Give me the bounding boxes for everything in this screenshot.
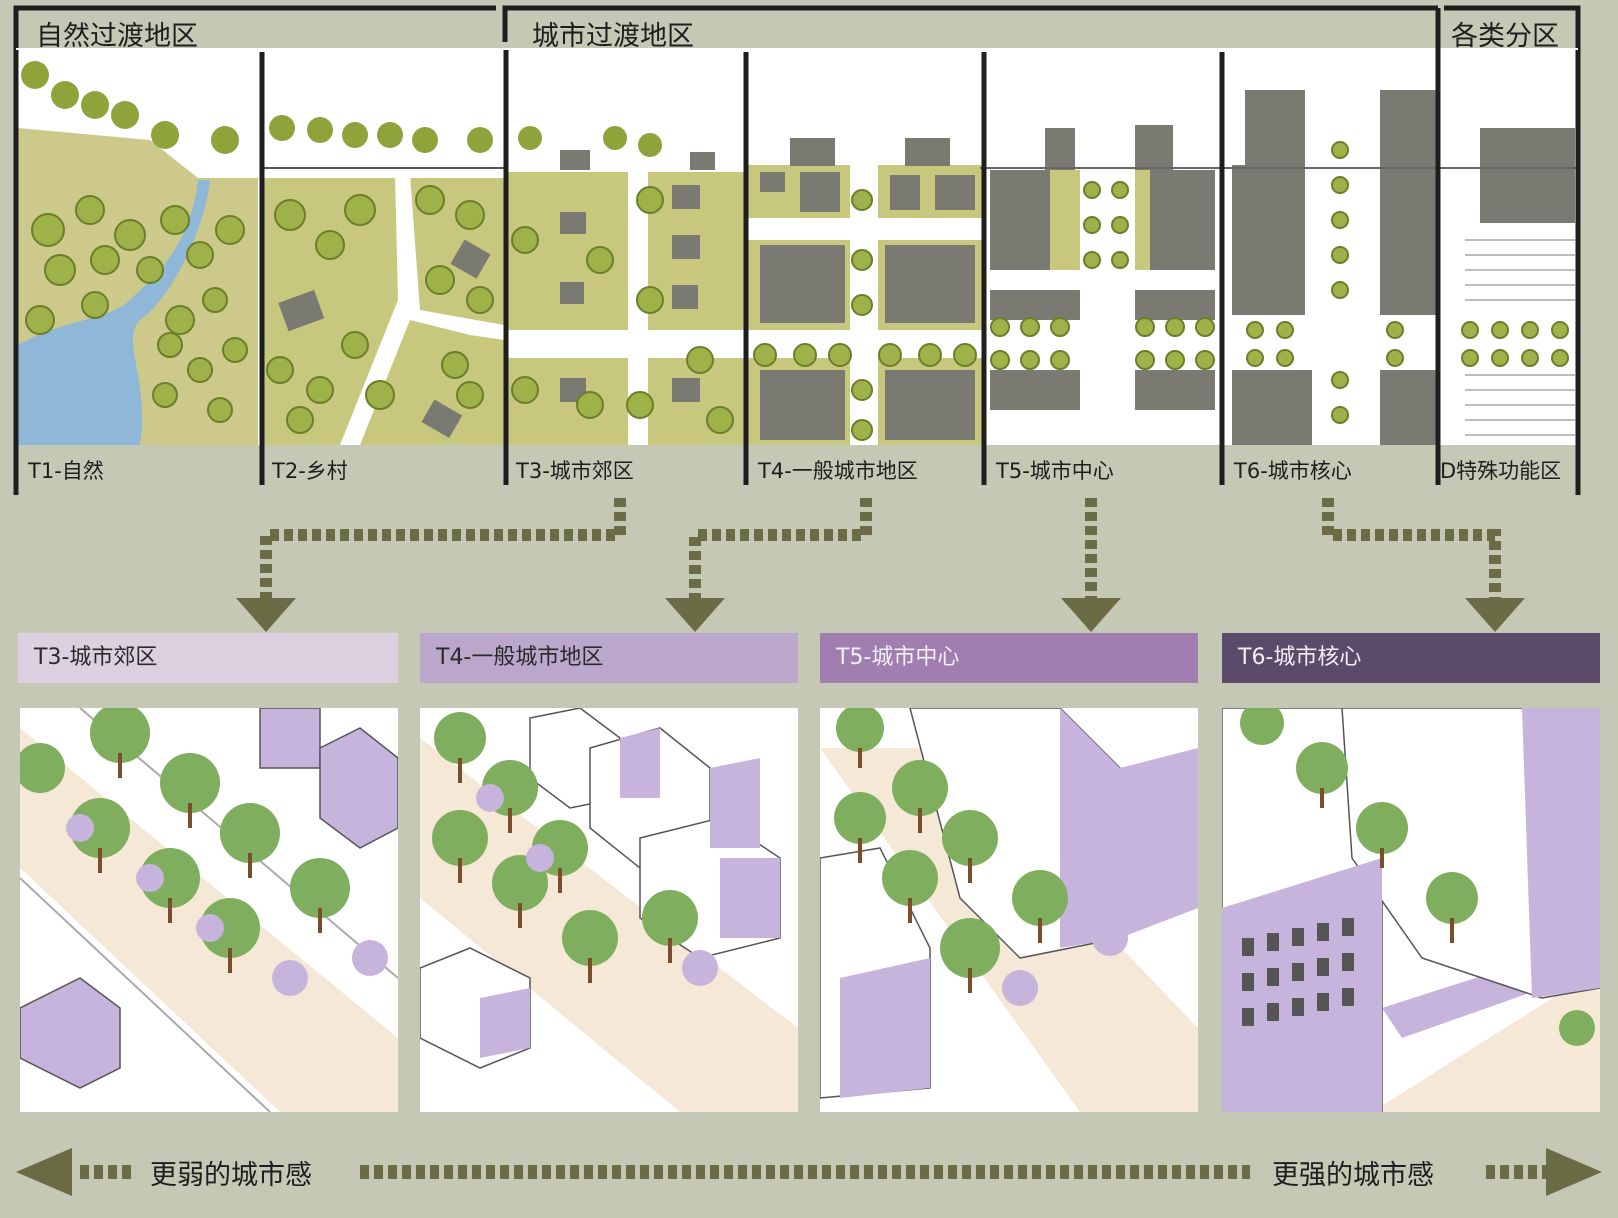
natural-transect-zone-title: 自然过渡地区 xyxy=(36,21,198,52)
stronger-urban-label: 更强的城市感 xyxy=(1272,1160,1434,1191)
connector-arrows xyxy=(260,498,1501,600)
urban-transect-zone-title: 城市过渡地区 xyxy=(532,21,694,52)
illustration-panel-t5 xyxy=(820,708,1198,1112)
weaker-urban-label: 更弱的城市感 xyxy=(150,1160,312,1191)
connector-arrowheads xyxy=(236,598,1525,632)
transect-label-t1: T1-自然 xyxy=(28,459,104,483)
t2-rural-plan xyxy=(260,115,504,445)
transect-label-special: D特殊功能区 xyxy=(1440,459,1562,483)
transect-label-t5: T5-城市中心 xyxy=(996,459,1114,483)
category-bar-t4: T4-一般城市地区 xyxy=(420,633,798,683)
t5-urban-center-plan xyxy=(984,125,1220,445)
t1-natural-plan xyxy=(18,61,258,445)
illustration-panel-t3 xyxy=(20,708,398,1112)
category-bar-t3: T3-城市郊区 xyxy=(18,633,398,683)
transect-label-t4: T4-一般城市地区 xyxy=(758,459,918,483)
header-brackets xyxy=(13,5,1581,55)
urban-intensity-arrow xyxy=(16,1148,1602,1196)
transect-label-t3: T3-城市郊区 xyxy=(516,459,634,483)
t3-suburban-plan xyxy=(506,126,744,445)
special-district-plan xyxy=(1440,128,1576,445)
transect-label-t2: T2-乡村 xyxy=(272,459,348,483)
category-bar-t6: T6-城市核心 xyxy=(1222,633,1600,683)
illustration-panel-t4 xyxy=(420,708,798,1112)
t6-urban-core-plan xyxy=(1222,90,1438,445)
special-district-title: 各类分区 xyxy=(1451,21,1559,52)
t4-general-urban-plan xyxy=(746,138,982,445)
category-bar-t5: T5-城市中心 xyxy=(820,633,1198,683)
transect-dividers xyxy=(13,40,1581,495)
illustration-panel-t6 xyxy=(1222,708,1600,1112)
transect-label-t6: T6-城市核心 xyxy=(1234,459,1352,483)
